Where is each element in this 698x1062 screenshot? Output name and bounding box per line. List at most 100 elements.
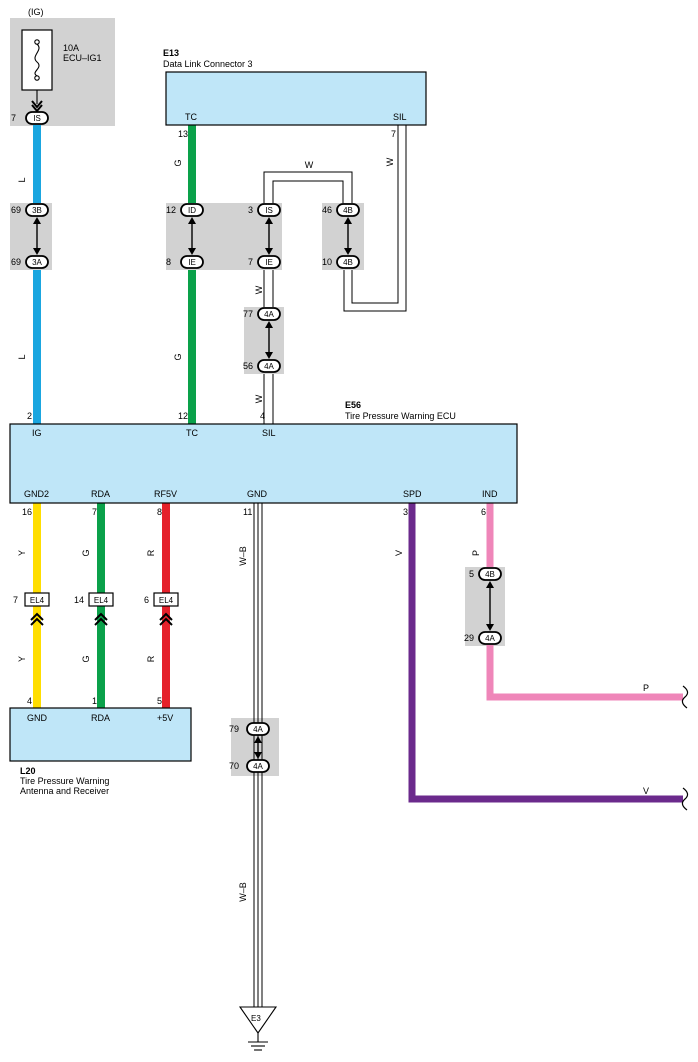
wire-color-label: L <box>17 354 27 359</box>
wire-color-label: W <box>254 285 264 294</box>
wire-color-label: W–B <box>238 882 248 902</box>
e13-code: E13 <box>163 48 179 58</box>
chevron-up-icon <box>94 612 108 626</box>
wire-color-label: G <box>81 655 91 662</box>
l20-num-gnd: 4 <box>27 696 32 706</box>
connector-num: 70 <box>229 761 239 771</box>
connector-code: 4A <box>253 725 263 734</box>
connector-num: 7 <box>248 257 253 267</box>
connector-code: 4A <box>485 634 495 643</box>
connector-is3: IS 3 <box>248 203 281 217</box>
double-arrow-icon <box>344 217 352 255</box>
connector-num: 7 <box>13 595 18 605</box>
fuse-box <box>21 29 53 91</box>
connector-num: 46 <box>322 205 332 215</box>
connector-code: IE <box>265 258 273 267</box>
wire-color-label: Y <box>17 550 27 556</box>
e56-num-gnd: 11 <box>243 507 252 517</box>
wire-color-label: G <box>173 159 183 166</box>
connector-code: 3B <box>32 206 42 215</box>
fuse-name: ECU–IG1 <box>63 53 102 63</box>
connector-el6: EL4 6 <box>144 592 179 626</box>
l20-name-line1: Tire Pressure Warning <box>20 776 109 786</box>
connector-code: ID <box>188 206 196 215</box>
e56-ecu-box <box>9 423 518 504</box>
fuse-rating: 10A <box>63 43 79 53</box>
fuse-icon <box>34 39 40 104</box>
connector-code: EL4 <box>159 596 174 605</box>
connector-is7: IS7 <box>11 111 49 125</box>
double-arrow-icon <box>254 736 262 759</box>
e56-code: E56 <box>345 400 361 410</box>
e13-num-sil: 7 <box>391 129 396 139</box>
connector-code: EL4 <box>30 596 45 605</box>
e13-connector-box <box>165 71 427 126</box>
e13-pin-sil: SIL <box>393 112 407 122</box>
wire-p-end-label: P <box>643 683 649 693</box>
connector-num: 12 <box>166 205 176 215</box>
wires <box>33 125 683 1007</box>
wire-color-label: R <box>146 655 156 662</box>
e56-pin-rf5v: RF5V <box>154 489 177 499</box>
wire-color-label: W <box>305 160 314 170</box>
l20-receiver-box <box>9 707 192 762</box>
double-arrow-icon <box>486 581 494 631</box>
connector-num: 10 <box>322 257 332 267</box>
wire-color-label: G <box>173 353 183 360</box>
e56-num-tc: 12 <box>178 411 188 421</box>
e56-num-gnd2: 16 <box>22 507 32 517</box>
connector-num: 69 <box>11 205 21 215</box>
e56-pin-gnd2: GND2 <box>24 489 49 499</box>
ground-icon <box>238 1006 278 1051</box>
wire-color-label: R <box>146 549 156 556</box>
double-arrow-icon <box>33 217 41 255</box>
e56-num-ig: 2 <box>27 411 32 421</box>
wire-color-label: W–B <box>238 546 248 566</box>
e56-num-rf5v: 8 <box>157 507 162 517</box>
connector-c3a: 3A 69 <box>11 255 49 269</box>
connector-num: 3 <box>248 205 253 215</box>
connector-code: 4A <box>253 762 263 771</box>
connector-num: 5 <box>469 569 474 579</box>
e56-pin-tc: TC <box>186 428 198 438</box>
connector-num: 69 <box>11 257 21 267</box>
wire-P <box>486 503 683 701</box>
connector-code: 4A <box>264 310 274 319</box>
e13-num-tc: 13 <box>178 129 188 139</box>
connector-code: 3A <box>32 258 42 267</box>
l20-pin-rda: RDA <box>91 713 110 723</box>
wire-break-icon <box>681 685 689 811</box>
connector-code: IS <box>265 206 273 215</box>
junction-arrows <box>33 217 494 759</box>
connector-num: 14 <box>74 595 84 605</box>
double-arrow-icon <box>188 217 196 255</box>
e56-pin-gnd: GND <box>247 489 268 499</box>
e13-pin-tc: TC <box>185 112 197 122</box>
wire-v-end-label: V <box>643 786 649 796</box>
l20-num-5v: 5 <box>157 696 162 706</box>
chevron-up-icon <box>159 612 173 626</box>
e56-num-sil: 4 <box>260 411 265 421</box>
connector-num: 6 <box>144 595 149 605</box>
e56-num-spd: 3 <box>403 507 408 517</box>
double-arrow-icon <box>265 217 273 255</box>
connector-num: 7 <box>11 113 16 123</box>
e56-pin-spd: SPD <box>403 489 422 499</box>
connector-code: 4B <box>485 570 495 579</box>
wire-V <box>408 503 683 803</box>
connector-code: IE <box>188 258 196 267</box>
l20-pin-5v: +5V <box>157 713 173 723</box>
e56-name: Tire Pressure Warning ECU <box>345 411 456 421</box>
wire-color-label: V <box>394 550 404 556</box>
connector-code: 4B <box>343 206 353 215</box>
wire-W-loop-inner <box>272 125 399 304</box>
wire-color-label: G <box>81 549 91 556</box>
power-source-label: (IG) <box>28 7 44 17</box>
wire-W-loop-outer <box>263 125 407 312</box>
